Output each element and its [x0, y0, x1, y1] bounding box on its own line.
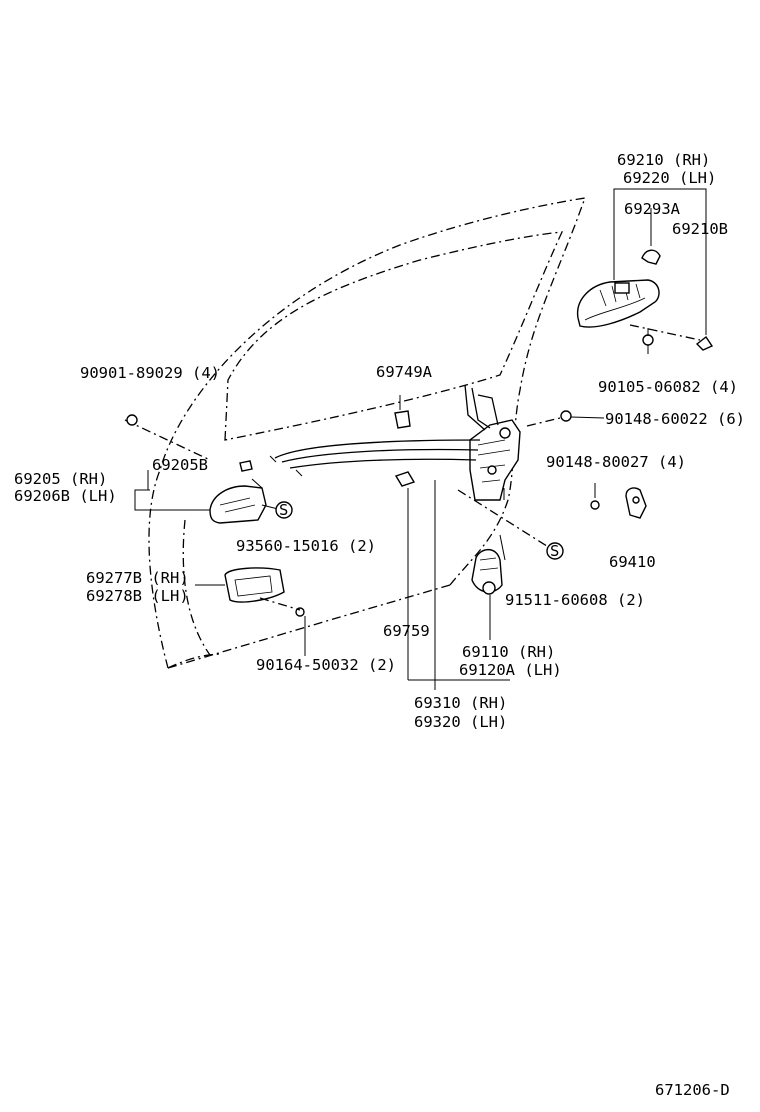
sealant-label-2: S — [550, 542, 559, 560]
bolt-90105 — [642, 334, 654, 354]
screw-69205B — [239, 460, 253, 472]
label-91511: 91511-60608 (2) — [505, 591, 645, 609]
label-93560: 93560-15016 (2) — [236, 537, 376, 555]
bezel-69277B — [224, 567, 285, 603]
bracket-69210 — [613, 188, 707, 341]
label-90148-60022: 90148-60022 (6) — [605, 410, 745, 428]
sealant-label-1: S — [279, 501, 288, 519]
label-90164: 90164-50032 (2) — [256, 656, 396, 674]
label-69205: 69205 (RH) — [14, 470, 107, 488]
clip-69749A — [394, 395, 411, 429]
label-69293A: 69293A — [624, 200, 681, 218]
clip-69759 — [394, 471, 416, 487]
label-69205B: 69205B — [152, 456, 208, 474]
label-69206B: 69206B (LH) — [14, 487, 117, 505]
cables — [269, 439, 481, 477]
label-69277B: 69277B (RH) — [86, 569, 189, 587]
lock-cylinder-69110 — [471, 534, 506, 595]
rod-clip-69210B — [695, 335, 714, 351]
clip-69293A — [641, 249, 661, 265]
leader-lines — [124, 414, 551, 690]
label-69278B: 69278B (LH) — [86, 587, 189, 605]
striker-69410 — [625, 487, 647, 519]
label-69210: 69210 (RH) — [617, 151, 710, 169]
label-69110: 69110 (RH) — [462, 643, 555, 661]
screw-90148-60022 — [526, 410, 605, 427]
sealant-marker-2: S — [546, 542, 564, 560]
door-outline — [148, 197, 586, 669]
label-69320: 69320 (LH) — [414, 713, 507, 731]
inside-handle-69205 — [209, 478, 267, 524]
door-lock-assembly — [464, 384, 521, 501]
sealant-marker-1: S — [275, 501, 293, 519]
outside-handle — [576, 279, 660, 328]
label-69759: 69759 — [383, 622, 430, 640]
label-90901: 90901-89029 (4) — [80, 364, 220, 382]
label-69410: 69410 — [609, 553, 656, 571]
label-69310: 69310 (RH) — [414, 694, 507, 712]
label-90148-80027: 90148-80027 (4) — [546, 453, 686, 471]
label-69210B: 69210B — [672, 220, 728, 238]
label-69749A: 69749A — [376, 363, 433, 381]
screw-90148-80027 — [590, 483, 600, 510]
label-69120A: 69120A (LH) — [459, 661, 562, 679]
label-90105: 90105-06082 (4) — [598, 378, 738, 396]
figure-code: 671206-D — [655, 1081, 730, 1099]
label-69220: 69220 (LH) — [623, 169, 716, 187]
